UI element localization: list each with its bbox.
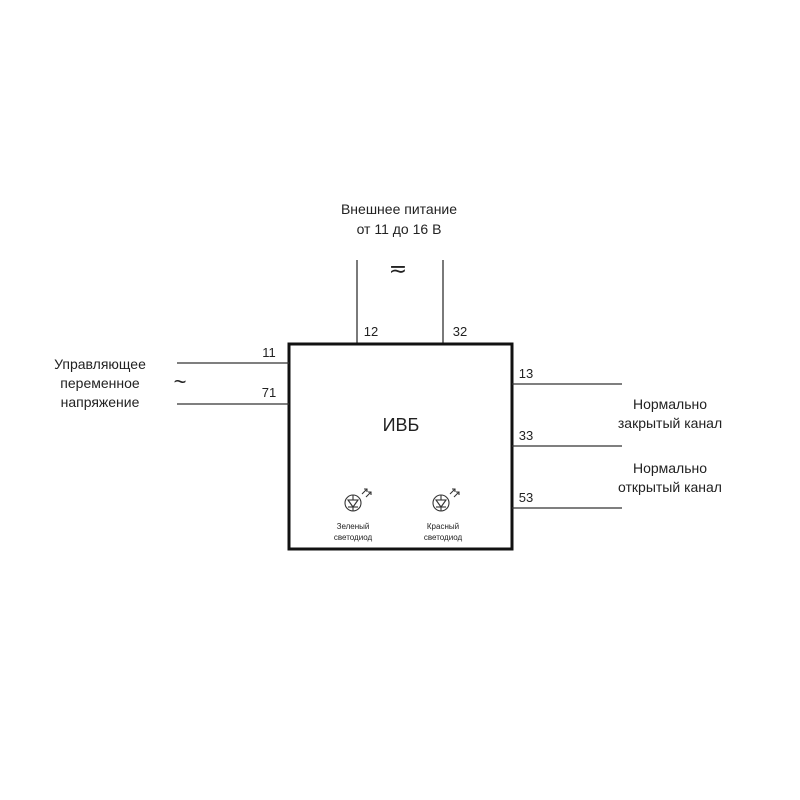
green-led-label-line2: светодиод	[334, 533, 373, 542]
terminal-12-label: 12	[364, 324, 378, 339]
control-label-line3: напряжение	[61, 394, 140, 410]
green-led-icon	[344, 488, 372, 512]
terminal-32-label: 32	[453, 324, 467, 339]
terminal-71-label: 71	[262, 385, 276, 400]
terminal-33-label: 33	[519, 428, 533, 443]
power-label-line1: Внешнее питание	[341, 201, 457, 217]
block-title: ИВБ	[383, 415, 420, 435]
red-led-label-line1: Красный	[427, 522, 459, 531]
terminal-53-label: 53	[519, 490, 533, 505]
ivb-block	[287, 342, 514, 551]
control-label-line2: переменное	[60, 375, 140, 391]
power-symbol-icon: ≂	[389, 256, 407, 281]
control-label-line1: Управляющее	[54, 356, 146, 372]
terminal-11-label: 11	[262, 345, 276, 360]
red-led-icon	[432, 488, 460, 512]
no-channel-label-line1: Нормально	[633, 460, 707, 476]
red-led-label-line2: светодиод	[424, 533, 463, 542]
terminal-13-label: 13	[519, 366, 533, 381]
no-channel-label-line2: открытый канал	[618, 479, 722, 495]
nc-channel-label-line1: Нормально	[633, 396, 707, 412]
green-led-label-line1: Зеленый	[337, 522, 370, 531]
nc-channel-label-line2: закрытый канал	[618, 415, 722, 431]
control-ac-symbol-icon: ~	[174, 369, 187, 394]
power-label-line2: от 11 до 16 В	[357, 221, 442, 237]
